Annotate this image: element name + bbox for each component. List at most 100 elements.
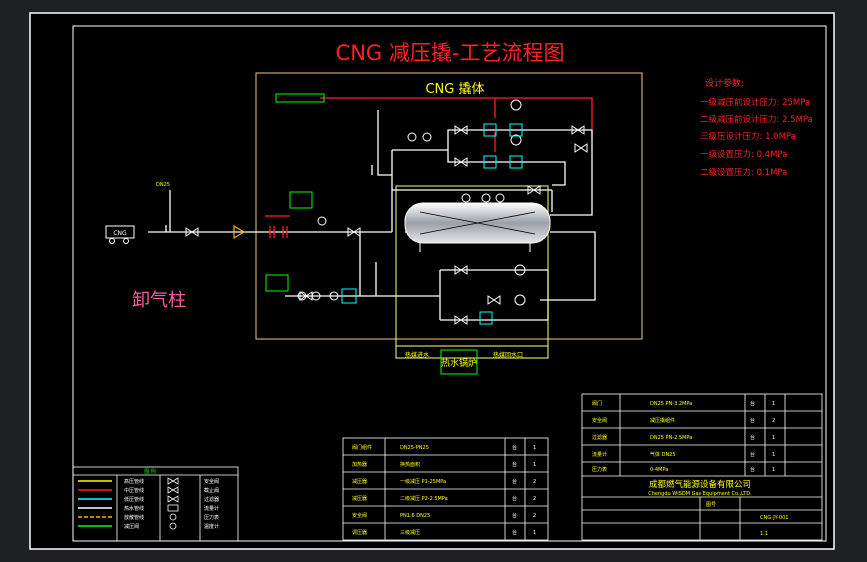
design-param-4: 一级设置压力: 0.4MPa <box>700 149 787 160</box>
parts-row4-spec: 二级减压 P2-2.5MPa <box>400 495 448 502</box>
parts-row6-qty: 1 <box>533 530 536 536</box>
title-block <box>581 393 823 541</box>
tb-row5-qty: 1 <box>772 467 775 473</box>
drawing-title: CNG 减压撬-工艺流程图 <box>336 41 565 65</box>
tb-row1-qty: 1 <box>772 401 775 407</box>
design-param-5: 二级设置压力: 0.1MPa <box>700 167 787 178</box>
tb-row1-unit: 台 <box>750 400 755 407</box>
legend-line-samples <box>78 480 112 527</box>
legend-item-4: 热水管线 <box>124 505 144 512</box>
tb-row2-name: 安全阀 <box>592 417 607 424</box>
skid-label: CNG 撬体 <box>425 82 484 97</box>
legend-item-3: 低压管线 <box>124 496 144 503</box>
design-param-2: 二级减压前设计压力: 2.5MPa <box>700 114 813 125</box>
drawing-no-label: 图号 <box>706 502 716 508</box>
vent-tag-box <box>275 93 325 103</box>
regulators <box>341 123 523 325</box>
parts-row1-spec: DN25-PN25 <box>400 445 429 451</box>
legend-item-1: 高压管线 <box>124 478 144 485</box>
parts-row5-unit: 台 <box>512 512 517 519</box>
design-param-1: 一级减压前设计压力: 25MPa <box>700 97 810 108</box>
inner-frame <box>72 25 827 542</box>
tb-row1-name: 阀门 <box>592 400 602 407</box>
heating-loop <box>395 185 549 347</box>
tb-row1-spec: DN25 PN-3.2MPa <box>650 401 692 407</box>
tag-box-inlet <box>289 191 313 209</box>
trailer-label: CNG <box>113 230 127 237</box>
design-params-heading: 设计参数: <box>705 77 744 89</box>
parts-row5-name: 安全阀 <box>352 512 367 519</box>
legend-item-11: 压力表 <box>204 514 219 521</box>
tb-row4-qty: 1 <box>772 452 775 458</box>
legend-heading: 图 例 <box>144 468 156 475</box>
legend-item-10: 流量计 <box>204 505 219 512</box>
tb-row5-unit: 台 <box>750 466 755 473</box>
legend-table <box>72 466 239 542</box>
legend-item-7: 安全阀 <box>204 478 219 485</box>
tb-row3-unit: 台 <box>750 434 755 441</box>
valves <box>185 125 588 325</box>
tb-row2-unit: 台 <box>750 417 755 424</box>
parts-row2-unit: 台 <box>512 461 517 468</box>
hot-media-line <box>320 97 593 152</box>
parts-row3-qty: 2 <box>533 479 536 485</box>
tb-row3-qty: 1 <box>772 435 775 441</box>
tb-row4-spec: 气体 DN25 <box>650 451 676 458</box>
parts-row3-spec: 一级减压 P1-25MPa <box>400 478 446 485</box>
design-param-3: 三级压设计压力: 1.0MPa <box>700 131 796 142</box>
tb-row2-spec: 减压撬组件 <box>650 417 675 424</box>
legend-item-8: 截止阀 <box>204 487 219 494</box>
tb-row4-unit: 台 <box>750 451 755 458</box>
parts-row4-qty: 2 <box>533 496 536 502</box>
cng-trailer: CNG <box>105 225 135 244</box>
tb-row3-spec: DN25 PN-2.5MPa <box>650 435 692 441</box>
company-name-en: Chengdu WISDM Gas Equipment Co.,LTD. <box>648 491 752 497</box>
tb-row4-name: 流量计 <box>592 451 607 458</box>
parts-row5-spec: PN1.6 DN25 <box>400 513 430 519</box>
parts-row1-qty: 1 <box>533 445 536 451</box>
parts-row1-name: 阀门组件 <box>352 444 372 451</box>
drawing-no: CNG-JY-001 <box>760 515 788 521</box>
parts-row3-name: 减压器 <box>352 478 367 485</box>
check-valve <box>233 224 246 240</box>
heater-in-label: 热媒进水 <box>405 351 429 359</box>
legend-item-5: 放散管线 <box>124 514 144 521</box>
parts-row6-name: 调压器 <box>352 529 367 536</box>
legend-symbols <box>167 477 179 530</box>
parts-list <box>342 437 549 541</box>
design-params: 设计参数: 一级减压前设计压力: 25MPa 二级减压前设计压力: 2.5MPa… <box>700 77 813 178</box>
outer-frame <box>29 12 835 550</box>
pressure-gauges <box>297 99 526 306</box>
tag-box-outlet <box>265 274 289 292</box>
tb-row5-spec: 0-4MPa <box>650 467 668 473</box>
parts-row2-qty: 1 <box>533 462 536 468</box>
heater-label: 热水锅炉 <box>441 357 477 369</box>
parts-row2-name: 加热器 <box>352 461 367 468</box>
parts-row2-spec: 换热面积 <box>400 461 420 468</box>
skid-boundary <box>255 72 643 340</box>
parts-row3-unit: 台 <box>512 478 517 485</box>
legend-item-12: 温度计 <box>204 523 219 530</box>
parts-row4-name: 减压器 <box>352 495 367 502</box>
unloading-post-label: 卸气柱 <box>132 290 186 311</box>
heater-box <box>440 349 478 375</box>
heat-exchanger <box>404 202 551 252</box>
legend-item-2: 中压管线 <box>124 487 144 494</box>
legend-item-6: 减压阀 <box>124 523 139 530</box>
company-name-cn: 成都燃气能源设备有限公司 <box>649 479 751 490</box>
tb-row2-qty: 2 <box>772 418 775 424</box>
parts-row1-unit: 台 <box>512 444 517 451</box>
parts-row5-qty: 2 <box>533 513 536 519</box>
scale: 1:1 <box>760 531 768 537</box>
pipe-tag: DN25 <box>156 182 170 188</box>
red-fittings <box>265 215 290 238</box>
heater-connection <box>395 346 549 359</box>
tb-row3-name: 过滤器 <box>592 434 607 441</box>
tb-row5-name: 压力表 <box>592 466 607 473</box>
parts-row4-unit: 台 <box>512 495 517 502</box>
parts-row6-spec: 三级减压 <box>400 529 420 536</box>
legend-item-9: 过滤器 <box>204 496 219 503</box>
process-lines <box>148 110 596 321</box>
parts-row6-unit: 台 <box>512 529 517 536</box>
